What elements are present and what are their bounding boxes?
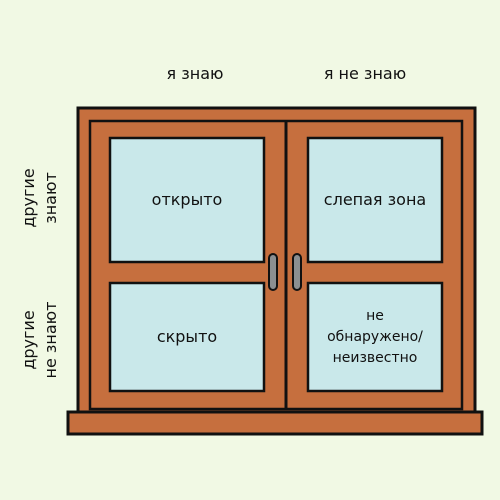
pane-blind-label: слепая зона [323, 190, 427, 209]
left-handle-icon [268, 253, 278, 291]
column-label-i-know: я знаю [166, 64, 224, 83]
pane-unknown-line1: не [366, 307, 384, 324]
pane-blind-glass [306, 136, 444, 264]
pane-hidden-label: скрыто [156, 327, 218, 346]
pane-unknown-glass [306, 281, 444, 393]
pane-hidden-glass [108, 281, 266, 393]
column-label-i-dont-know: я не знаю [323, 64, 407, 83]
pane-open-label: открыто [151, 190, 223, 209]
pane-unknown-line2: обнаружено/ [327, 328, 423, 345]
window-sill [66, 410, 484, 436]
pane-open-glass [108, 136, 266, 264]
pane-unknown-line3: неизвестно [332, 349, 418, 366]
right-handle-icon [292, 253, 302, 291]
pane-unknown-label: не обнаружено/ неизвестно [308, 283, 442, 391]
